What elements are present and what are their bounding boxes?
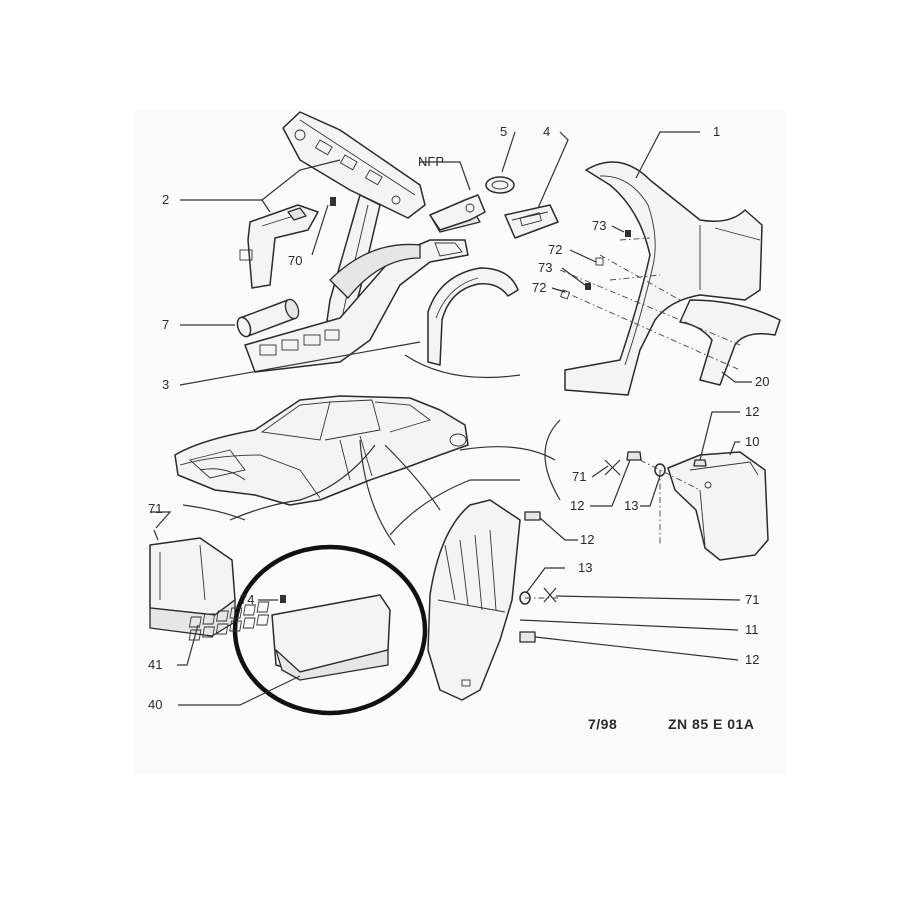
callout-arcs [182,354,561,546]
part-wheelarch-liner [427,267,519,366]
label-71-right: 71 [572,469,586,484]
part-5-grommet [485,176,515,194]
part-2-bracket [239,204,319,289]
part-1-quarter-panel [564,161,763,396]
label-72-bottom: 72 [532,280,546,295]
part-10-panel [667,451,769,561]
label-12-top: 12 [745,404,759,419]
label-74: 74 [240,592,254,607]
label-12-mid: 12 [570,498,584,513]
label-41: 41 [148,657,162,672]
label-5: 5 [500,124,507,139]
label-71-left: 71 [148,501,162,516]
part-4-bracket [504,204,559,239]
label-13-lower: 13 [578,560,592,575]
label-4: 4 [543,124,550,139]
footer-reference: ZN 85 E 01A [668,716,754,732]
grille-slats [188,601,270,641]
fasteners-right [604,451,707,545]
label-71-lower: 71 [745,592,759,607]
part-70-bolt [330,197,336,206]
label-10: 10 [745,434,759,449]
label-13-right: 13 [624,498,638,513]
label-72-top: 72 [548,242,562,257]
label-7: 7 [162,317,169,332]
part-11-liner [427,499,521,701]
fasteners-middle [519,511,560,643]
footer-date: 7/98 [588,716,617,732]
alignment-lines [559,237,741,371]
label-70: 70 [288,253,302,268]
part-nfp-bracket [429,194,486,231]
label-2: 2 [162,192,169,207]
leader-lines [150,131,752,706]
label-12-lower: 12 [580,532,594,547]
footer: 7/98 ZN 85 E 01A [588,716,754,732]
label-nfp: NFP [418,154,444,169]
label-3: 3 [162,377,169,392]
part-7-cylinder [236,298,300,338]
label-40: 40 [148,697,162,712]
label-73-top: 73 [592,218,606,233]
label-73-bottom: 73 [538,260,552,275]
highlight-circle [232,544,428,716]
label-1: 1 [713,124,720,139]
label-11: 11 [745,622,759,637]
label-12-bottom: 12 [745,652,759,667]
part-labels: 1 2 3 4 5 7 70 NFP 73 72 73 72 20 12 10 … [148,124,769,712]
part-40-vent-grille [188,544,428,716]
part-20-arch [679,299,781,386]
label-20: 20 [755,374,769,389]
